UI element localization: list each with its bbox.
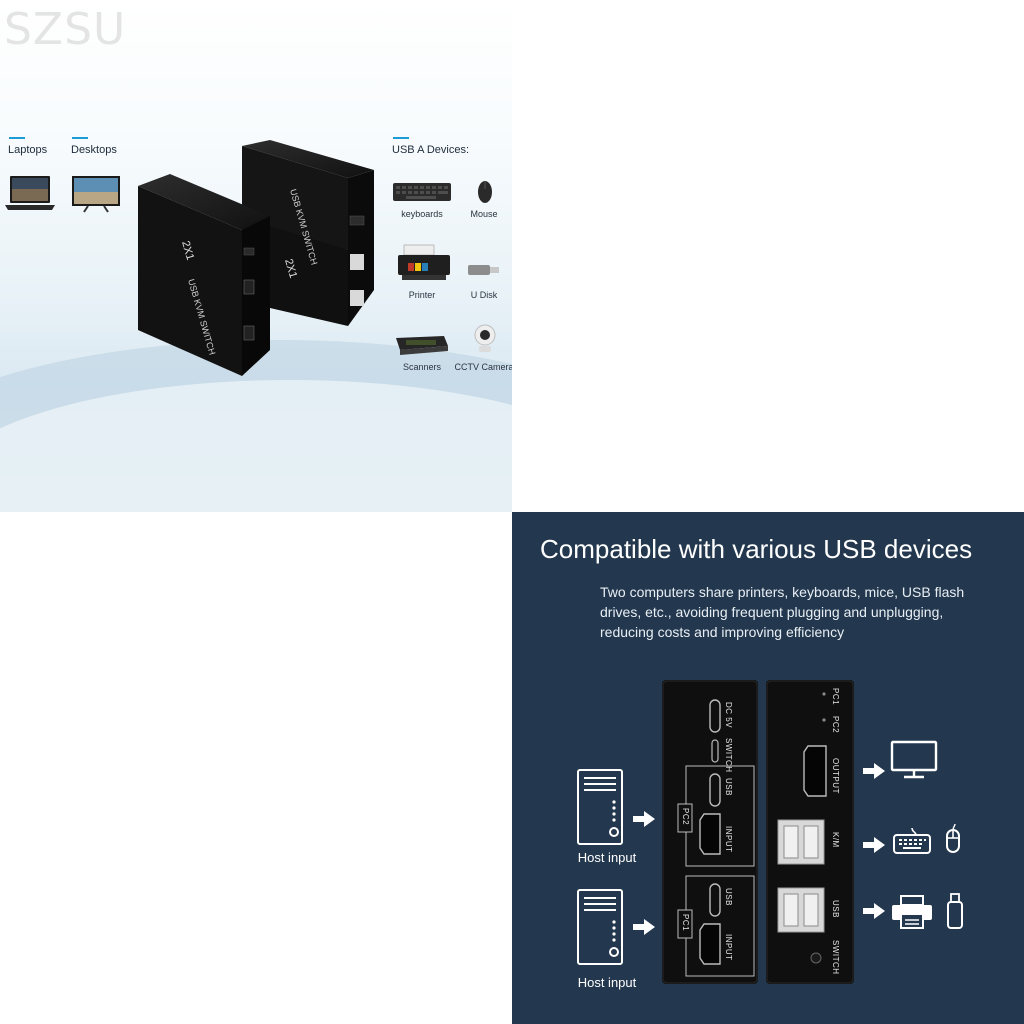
scanner-icon [396, 336, 448, 355]
category-accent-bar [72, 137, 88, 139]
port-label-pc1-led: PC1 [831, 688, 840, 706]
panel-description: Two computers share printers, keyboards,… [600, 584, 965, 640]
device-label-u-disk: U Disk [470, 290, 498, 300]
tower-pc-icon [577, 889, 623, 965]
usb-drive-icon [947, 893, 963, 929]
keyboard-icon [893, 827, 931, 854]
port-tag-pc1: PC1 [681, 914, 690, 932]
laptop-icon [5, 176, 55, 210]
device-label-keyboards: keyboards [401, 209, 443, 219]
mouse-icon [946, 824, 960, 853]
desktop-monitor-icon [72, 176, 120, 213]
arrow-right-icon [633, 811, 655, 827]
product-photo-panel: SZSU Laptops Desktops USB A Devices: key… [0, 0, 512, 512]
host-input-label: Host input [577, 850, 637, 865]
kvm-switch-product-photo: USB KVM SWITCH 2X1 USB KVM SWITCH 2X1 [138, 140, 374, 376]
port-label-output: OUTPUT [831, 758, 840, 794]
mouse-icon [478, 181, 492, 203]
usb-drive-icon [468, 265, 499, 275]
port-label-km: K/M [831, 832, 840, 848]
port-label-pc2-usb: USB [724, 778, 733, 796]
category-desktops: Desktops [71, 144, 117, 156]
port-label-switch-button: SWITCH [831, 940, 840, 975]
device-label-cctv-camera: CCTV Camera [454, 362, 512, 372]
product-back-model: 2X1 [282, 258, 299, 280]
brand-watermark: SZSU [4, 4, 127, 55]
port-tag-pc2: PC2 [681, 808, 690, 826]
device-label-mouse: Mouse [470, 209, 498, 219]
printer-icon [892, 895, 932, 929]
product-front-model: 2X1 [179, 240, 196, 262]
port-label-dc: DC 5V [724, 702, 733, 729]
host-input-label: Host input [577, 975, 637, 990]
port-label-pc2-led: PC2 [831, 716, 840, 734]
tower-pc-icon [577, 769, 623, 845]
device-label-scanners: Scanners [402, 362, 442, 372]
port-label-pc2-input: INPUT [724, 826, 733, 853]
compatibility-diagram-panel: Compatible with various USB devices Two … [512, 512, 1024, 1024]
arrow-right-icon [863, 837, 885, 853]
keyboard-icon [393, 183, 451, 201]
port-label-switch: SWITCH [724, 738, 733, 773]
printer-icon [398, 244, 450, 280]
port-label-pc1-usb: USB [724, 888, 733, 906]
arrow-right-icon [633, 919, 655, 935]
category-accent-bar [9, 137, 25, 139]
cctv-camera-icon [474, 324, 496, 352]
arrow-right-icon [863, 763, 885, 779]
port-label-pc1-input: INPUT [724, 934, 733, 961]
category-laptops: Laptops [8, 144, 48, 156]
category-accent-bar [393, 137, 409, 139]
panel-title: Compatible with various USB devices [540, 534, 973, 564]
kvm-output-side-panel [766, 680, 854, 984]
kvm-input-side-panel [662, 680, 758, 984]
arrow-right-icon [863, 903, 885, 919]
device-label-printer: Printer [408, 290, 436, 300]
monitor-icon [890, 740, 938, 779]
port-label-usb: USB [831, 900, 840, 918]
category-usb-devices: USB A Devices: [392, 144, 470, 156]
